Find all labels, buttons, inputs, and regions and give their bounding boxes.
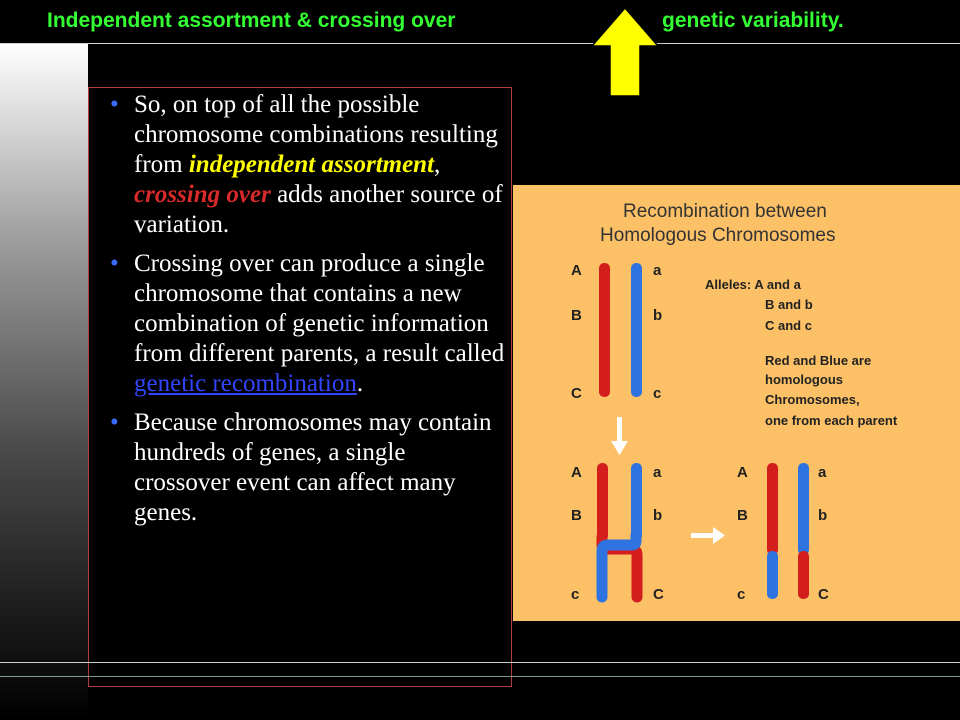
recombined-chromosome-blue-red bbox=[798, 463, 809, 599]
label-b-result: b bbox=[818, 507, 827, 524]
divider-middle bbox=[0, 662, 960, 663]
divider-bottom bbox=[0, 676, 960, 677]
bullet-3-text: Because chromosomes may contain hundreds… bbox=[134, 409, 492, 526]
label-c-result: c bbox=[737, 586, 745, 603]
recombination-figure: Recombination between Homologous Chromos… bbox=[513, 185, 960, 621]
title-left-text: Independent assortment & crossing over bbox=[47, 9, 456, 32]
bullet-dot-icon: • bbox=[110, 91, 119, 118]
highlight-crossing-over: crossing over bbox=[134, 181, 271, 208]
bullet-dot-icon: • bbox=[110, 409, 119, 436]
recombined-chromosome-red-blue bbox=[767, 463, 778, 599]
legend-line7: one from each parent bbox=[765, 413, 898, 428]
legend-line4: Red and Blue are bbox=[765, 353, 871, 368]
right-arrow-icon bbox=[691, 527, 725, 544]
legend-line5: homologous bbox=[765, 372, 843, 387]
genetic-recombination-link[interactable]: genetic recombination bbox=[134, 370, 357, 397]
red-chromosome-top bbox=[599, 263, 610, 397]
title-right-text: genetic variability. bbox=[662, 9, 844, 32]
highlight-independent-assortment: independent assortment bbox=[188, 151, 435, 178]
slide-title: Independent assortment & crossing over g… bbox=[0, 0, 960, 44]
label-A-cross: A bbox=[571, 464, 582, 481]
figure-title-line1: Recombination between bbox=[623, 201, 827, 222]
label-C-result: C bbox=[818, 586, 829, 603]
label-a-result: a bbox=[818, 464, 827, 481]
crossing-chromosomes bbox=[596, 463, 643, 603]
label-c-cross: c bbox=[571, 586, 579, 603]
label-C-cross: C bbox=[653, 586, 664, 603]
legend-line6: Chromosomes, bbox=[765, 392, 860, 407]
label-c-top: c bbox=[653, 385, 661, 402]
bullet-dot-icon: • bbox=[110, 250, 119, 277]
figure-title-line2: Homologous Chromosomes bbox=[600, 225, 836, 246]
label-B-top: B bbox=[571, 307, 582, 324]
label-a-top: a bbox=[653, 262, 662, 279]
label-A-result: A bbox=[737, 464, 748, 481]
bullet-2-after: . bbox=[356, 370, 364, 397]
legend-line1: Alleles: A and a bbox=[705, 277, 802, 292]
label-C-top: C bbox=[571, 385, 582, 402]
label-b-cross: b bbox=[653, 507, 662, 524]
label-B-result: B bbox=[737, 507, 748, 524]
bullet-item-2: • Crossing over can produce a single chr… bbox=[110, 249, 506, 399]
down-arrow-icon bbox=[611, 417, 628, 455]
bullet-item-3: • Because chromosomes may contain hundre… bbox=[110, 408, 506, 528]
up-arrow-icon bbox=[590, 6, 660, 97]
bullet-1-before: So, on top of all the possible chromosom… bbox=[134, 91, 498, 178]
bullet-item-1: • So, on top of all the possible chromos… bbox=[110, 90, 506, 240]
divider-top bbox=[0, 43, 960, 44]
bullet-1-middle: , bbox=[434, 151, 441, 178]
label-a-cross: a bbox=[653, 464, 662, 481]
left-gradient-bar bbox=[0, 44, 88, 720]
bullet-list: • So, on top of all the possible chromos… bbox=[110, 90, 506, 537]
label-b-top: b bbox=[653, 307, 662, 324]
bullet-2-before: Crossing over can produce a single chrom… bbox=[134, 250, 505, 367]
blue-chromosome-top bbox=[631, 263, 642, 397]
text-box-frame bbox=[88, 87, 512, 687]
label-B-cross: B bbox=[571, 507, 582, 524]
label-A-top: A bbox=[571, 262, 582, 279]
legend-line2: B and b bbox=[765, 297, 813, 312]
legend-line3: C and c bbox=[765, 318, 812, 333]
bullet-1-after: adds another source of variation. bbox=[134, 181, 503, 238]
